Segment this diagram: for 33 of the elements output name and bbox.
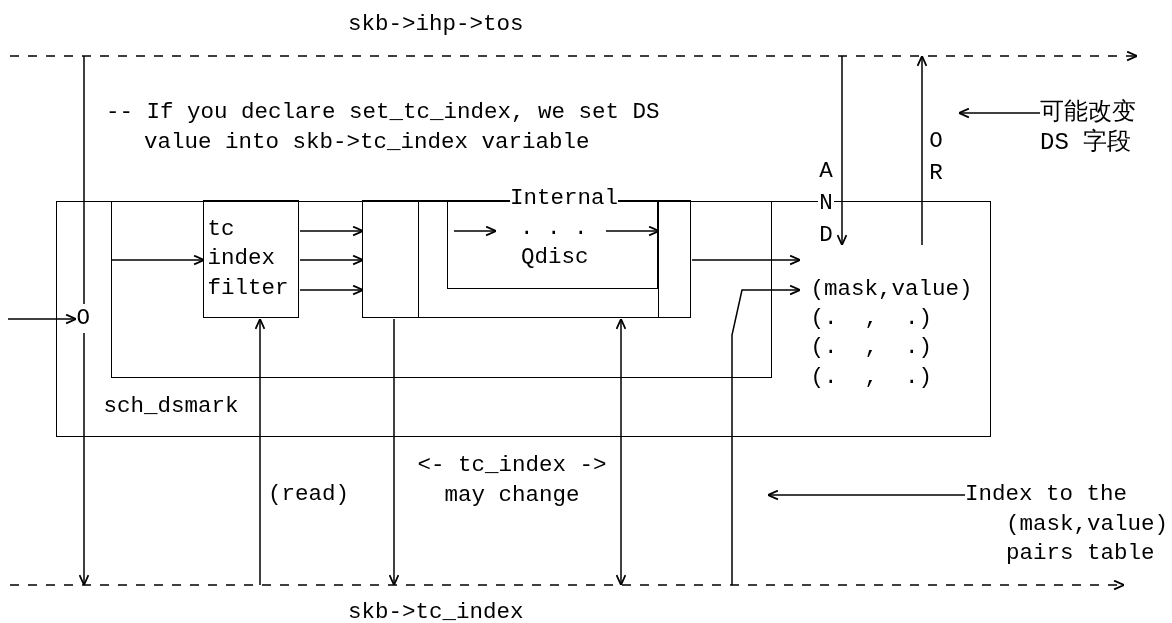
- leader-arrow: [767, 489, 966, 501]
- note-text: <- tc_index -> may change: [416, 451, 608, 510]
- filter-label: tc index filter: [207, 214, 290, 303]
- note-text: (read): [268, 480, 349, 510]
- arrow: [299, 225, 364, 237]
- table-entry: (. , .): [810, 332, 933, 362]
- note-text: 可能改变DS 字段: [1040, 98, 1137, 158]
- arrow: [388, 318, 400, 586]
- arrow: [110, 254, 205, 266]
- filter-box: [203, 200, 299, 318]
- arrow: [836, 55, 848, 246]
- arrow: [605, 225, 660, 237]
- note-text: Index to the (mask,value) pairs table: [965, 480, 1170, 569]
- arrow: [615, 318, 627, 586]
- arrow: [7, 313, 77, 325]
- arrow: [916, 55, 928, 246]
- arrow: [254, 318, 266, 586]
- arrow: [731, 284, 801, 586]
- arrow: [78, 332, 90, 586]
- table-entry: (mask,value): [810, 274, 973, 304]
- note-text: -- If you declare set_tc_index, we set DS value into skb->tc_index variable: [106, 98, 661, 157]
- arrow: [299, 284, 364, 296]
- table-entry: (. , .): [810, 362, 933, 392]
- table-entry: (. , .): [810, 303, 933, 333]
- bus-label: skb->tc_index: [348, 598, 524, 623]
- connector-line: [83, 55, 85, 306]
- qdisc-label: Qdisc: [521, 243, 589, 273]
- leader-arrow: [958, 107, 1041, 119]
- ellipsis-text: . . .: [520, 214, 588, 244]
- arrow: [299, 254, 364, 266]
- arrow: [691, 254, 801, 266]
- module-label: sch_dsmark: [103, 391, 239, 421]
- bus-label: skb->ihp->tos: [348, 10, 524, 40]
